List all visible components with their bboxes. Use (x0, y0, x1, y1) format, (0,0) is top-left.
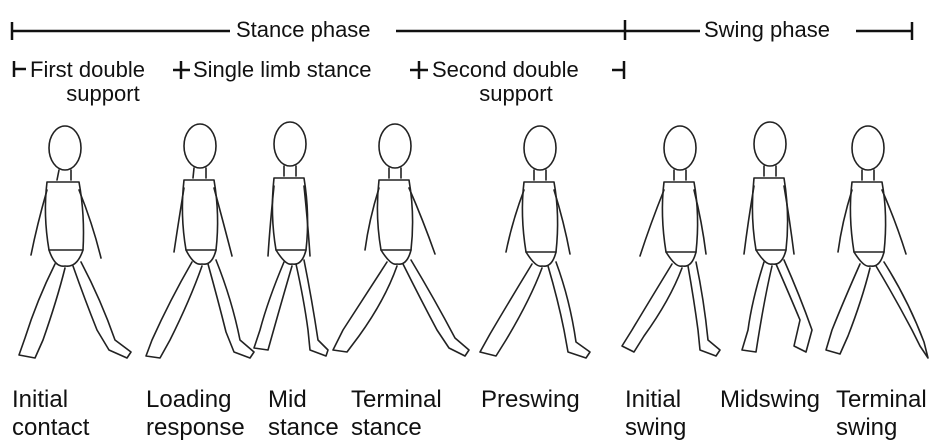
figure-terminal-stance (333, 124, 469, 356)
figure-initial-swing (622, 126, 720, 356)
stance-phase-label: Stance phase (236, 18, 371, 42)
figure-midswing (742, 122, 812, 352)
swing-phase-label: Swing phase (704, 18, 830, 42)
figure-mid-stance (254, 122, 328, 356)
figure-terminal-swing (826, 126, 928, 358)
figure-preswing (480, 126, 590, 358)
figure-loading-response (146, 124, 254, 358)
second-double-support-line1: Second double (432, 58, 579, 82)
second-double-support-line2: support (479, 82, 552, 106)
first-double-support-line1: First double (30, 58, 145, 82)
single-limb-stance-label: Single limb stance (193, 58, 372, 82)
stage-label-preswing: Preswing (481, 386, 580, 414)
figure-initial-contact (19, 126, 131, 358)
stage-label-midswing: Midswing (720, 386, 820, 414)
first-double-support-line2: support (66, 82, 139, 106)
